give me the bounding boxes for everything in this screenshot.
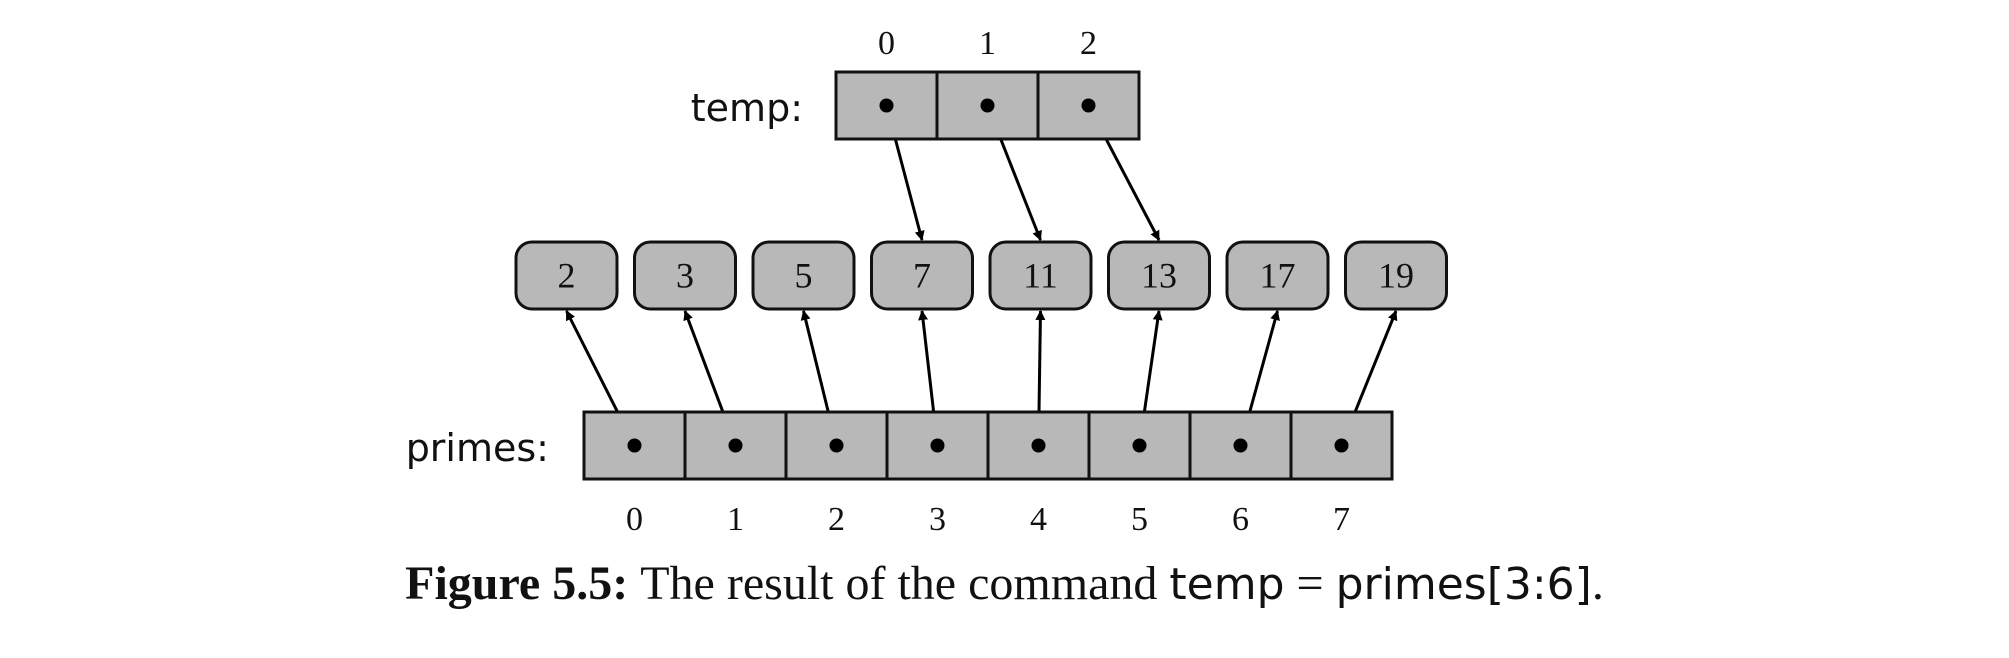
primes-index-0: 0 (626, 501, 643, 538)
caption-operator: = (1296, 557, 1324, 610)
value-box-13 (1107, 240, 1211, 311)
value-label-7: 7 (913, 256, 931, 296)
value-label-19: 19 (1378, 256, 1414, 296)
value-label-3: 3 (676, 256, 694, 296)
value-label-17: 17 (1260, 256, 1296, 296)
primes-index-2: 2 (828, 501, 845, 538)
value-box-3 (633, 240, 737, 311)
value-box-2 (514, 240, 619, 311)
caption-end: . (1591, 557, 1604, 610)
value-box-11 (988, 240, 1093, 311)
primes-index-3: 3 (929, 501, 946, 538)
temp-label: temp: (691, 86, 803, 130)
value-label-5: 5 (795, 256, 813, 296)
temp-index-2: 2 (1080, 25, 1097, 62)
primes-cell-1 (683, 410, 788, 481)
primes-ref-dot-4 (1031, 438, 1046, 453)
temp-index-0: 0 (878, 25, 895, 62)
labels: 0 1 2 0 1 2 3 4 5 6 7 temp: primes: (406, 25, 1350, 538)
primes-index-6: 6 (1232, 501, 1249, 538)
primes-index-5: 5 (1131, 501, 1148, 538)
primes-index-7: 7 (1333, 501, 1350, 538)
primes-ref-dot-5 (1132, 438, 1147, 453)
temp-array (834, 70, 1141, 141)
primes-label: primes: (406, 426, 549, 470)
temp-index-1: 1 (979, 25, 996, 62)
value-label-13: 13 (1141, 256, 1177, 296)
primes-index-1: 1 (727, 501, 744, 538)
primes-ref-dot-3 (930, 438, 945, 453)
primes-ref-dot-2 (829, 438, 844, 453)
value-box-17 (1225, 240, 1330, 311)
value-box-5 (751, 240, 856, 311)
value-box-7 (870, 240, 974, 311)
value-objects: 2 3 5 7 11 13 17 19 (514, 240, 1448, 311)
primes-ref-dot-0 (627, 438, 642, 453)
primes-array (582, 410, 1394, 481)
caption-label: Figure 5.5: (405, 557, 629, 610)
value-box-19 (1344, 240, 1448, 311)
caption-code-right: primes[3:6] (1335, 559, 1592, 610)
figure-caption: Figure 5.5: The result of the command te… (0, 556, 2009, 611)
temp-ref-dot-1 (980, 98, 995, 113)
temp-ref-dot-2 (1081, 98, 1096, 113)
primes-ref-dot-6 (1233, 438, 1248, 453)
caption-code-left: temp (1169, 559, 1285, 610)
value-label-2: 2 (558, 256, 576, 296)
temp-ref-dot-0 (879, 98, 894, 113)
caption-text: The result of the command (640, 557, 1158, 610)
primes-ref-dot-7 (1334, 438, 1349, 453)
value-label-11: 11 (1023, 256, 1058, 296)
primes-ref-dot-1 (728, 438, 743, 453)
primes-index-4: 4 (1030, 501, 1047, 538)
